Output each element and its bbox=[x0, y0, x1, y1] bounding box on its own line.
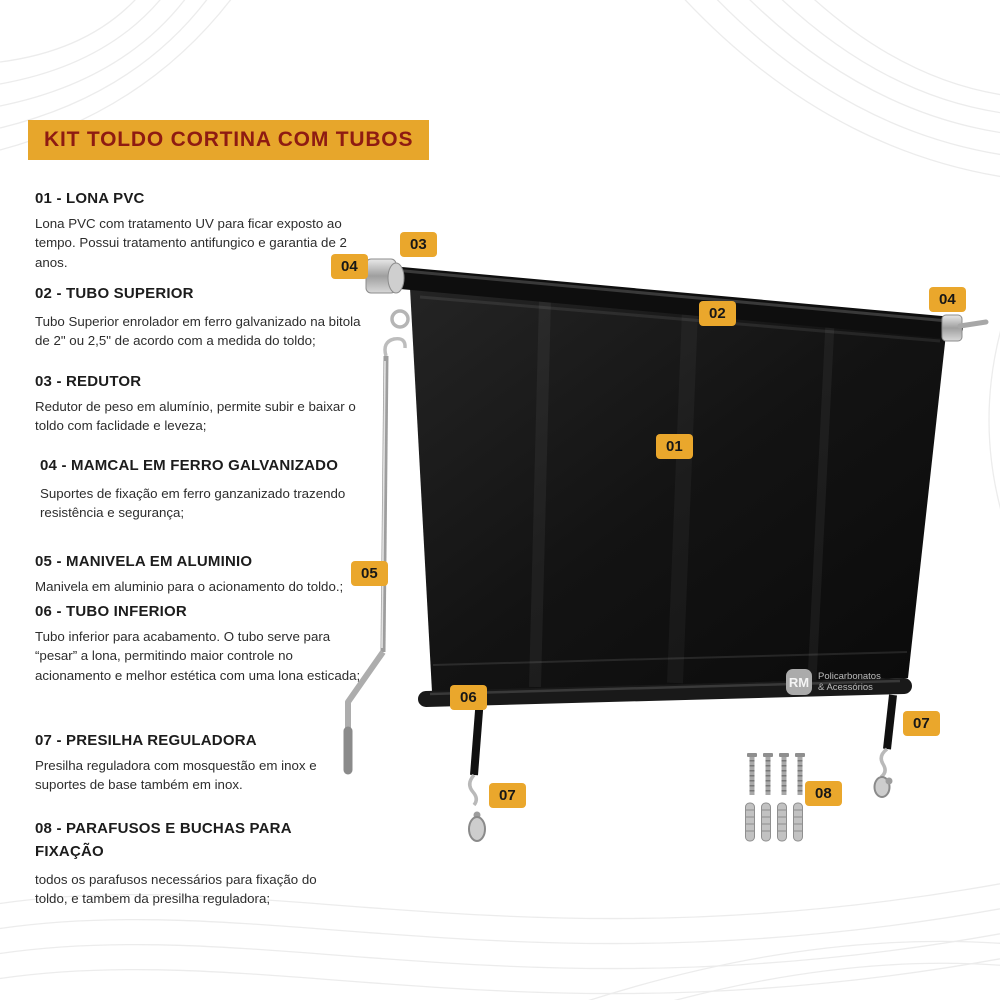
section-body-04: Suportes de fixação em ferro ganzanizado… bbox=[40, 486, 346, 521]
section-body-05: Manivela em aluminio para o acionamento … bbox=[35, 579, 344, 594]
section-body-06: Tubo inferior para acabamento. O tubo se… bbox=[35, 629, 361, 683]
tubo-inferior bbox=[418, 678, 912, 707]
part-badge-06: 06 bbox=[450, 685, 487, 710]
part-badge-01: 01 bbox=[656, 434, 693, 459]
section-heading-01: 01 - LONA PVC bbox=[35, 190, 145, 207]
section-body-03: Redutor de peso em alumínio, permite sub… bbox=[35, 399, 356, 434]
section-manivela: 05 - MANIVELA EM ALUMINIO Manivela em al… bbox=[35, 553, 367, 596]
brand-logo-text: Policarbonatos & Acessórios bbox=[818, 671, 881, 694]
part-badge-02: 02 bbox=[699, 301, 736, 326]
section-redutor: 03 - REDUTOR Redutor de peso em alumínio… bbox=[35, 373, 367, 436]
section-tubo-superior: 02 - TUBO SUPERIOR Tubo Superior enrolad… bbox=[35, 285, 367, 351]
section-lona-pvc: 01 - LONA PVC Lona PVC com tratamento UV… bbox=[35, 190, 367, 272]
tubo-superior bbox=[379, 266, 963, 339]
section-parafusos: 08 - PARAFUSOS E BUCHAS PARA FIXAÇÃO tod… bbox=[35, 818, 335, 909]
redutor-e-manivela bbox=[343, 336, 407, 775]
part-badge-04-right: 04 bbox=[929, 287, 966, 312]
section-body-08: todos os parafusos necessários para fixa… bbox=[35, 872, 317, 907]
part-badge-03: 03 bbox=[400, 232, 437, 257]
parafusos bbox=[747, 753, 805, 795]
section-heading-08: 08 - PARAFUSOS E BUCHAS PARA FIXAÇÃO bbox=[35, 820, 292, 860]
presilha-left bbox=[468, 697, 486, 842]
section-heading-02: 02 - TUBO SUPERIOR bbox=[35, 285, 194, 302]
section-heading-06: 06 - TUBO INFERIOR bbox=[35, 603, 187, 620]
section-body-02: Tubo Superior enrolador em ferro galvani… bbox=[35, 314, 361, 349]
mamcal-bracket-right bbox=[941, 314, 989, 342]
section-heading-04: 04 - MAMCAL EM FERRO GALVANIZADO bbox=[40, 457, 339, 474]
section-body-07: Presilha reguladora com mosquestão em in… bbox=[35, 758, 317, 793]
section-heading-05: 05 - MANIVELA EM ALUMINIO bbox=[35, 553, 253, 570]
brand-logo-line1: Policarbonatos bbox=[818, 670, 881, 682]
brand-logo: RM Policarbonatos & Acessórios bbox=[786, 669, 881, 695]
product-illustration bbox=[343, 258, 989, 842]
section-mamcal: 04 - MAMCAL EM FERRO GALVANIZADO Suporte… bbox=[35, 457, 372, 523]
section-tubo-inferior: 06 - TUBO INFERIOR Tubo inferior para ac… bbox=[35, 603, 367, 685]
brand-logo-line2: & Acessórios bbox=[818, 682, 873, 693]
page-title: KIT TOLDO CORTINA COM TUBOS bbox=[28, 120, 430, 160]
part-badge-04-left: 04 bbox=[331, 254, 368, 279]
part-badge-07-right: 07 bbox=[903, 711, 940, 736]
buchas bbox=[745, 802, 803, 842]
brand-logo-mark: RM bbox=[786, 669, 812, 695]
section-heading-07: 07 - PRESILHA REGULADORA bbox=[35, 732, 257, 749]
presilha-right bbox=[873, 694, 897, 798]
section-presilha: 07 - PRESILHA REGULADORA Presilha regula… bbox=[35, 732, 367, 795]
lona-pvc-tarp bbox=[410, 288, 946, 692]
mamcal-bracket-left bbox=[365, 258, 410, 329]
section-body-01: Lona PVC com tratamento UV para ficar ex… bbox=[35, 216, 347, 270]
part-badge-05: 05 bbox=[351, 561, 388, 586]
part-badge-08: 08 bbox=[805, 781, 842, 806]
section-heading-03: 03 - REDUTOR bbox=[35, 373, 142, 390]
part-badge-07-left: 07 bbox=[489, 783, 526, 808]
